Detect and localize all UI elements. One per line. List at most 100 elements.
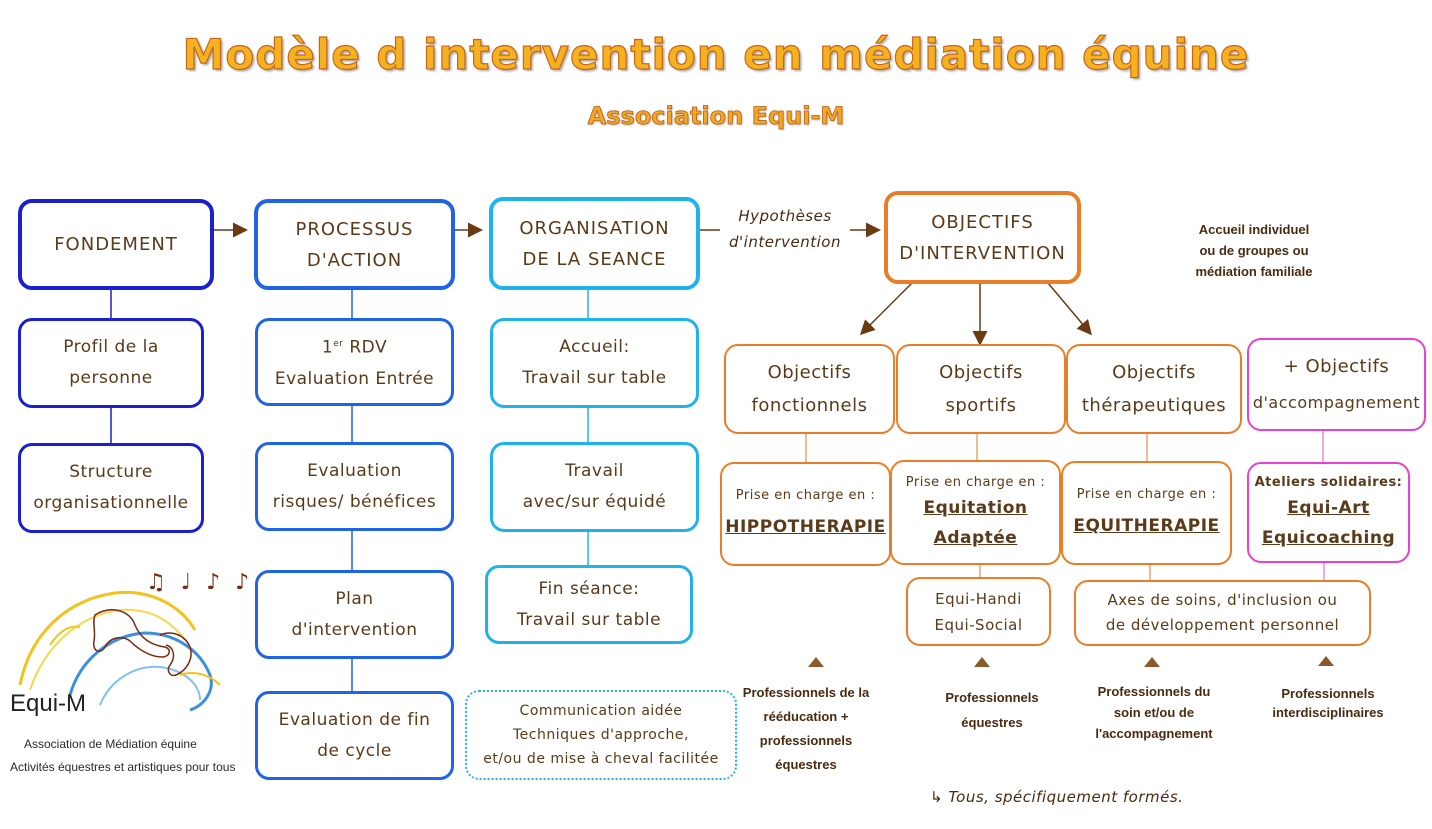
box-organisation: ORGANISATION DE LA SEANCE [489, 197, 700, 290]
plan-line2: d'intervention [291, 619, 418, 640]
triangle-marker [1318, 656, 1334, 666]
fonctionnels-line1: Objectifs [767, 362, 852, 383]
accueil-individuel-note: Accueil individuel ou de groupes ou médi… [1164, 219, 1344, 282]
pros-line: rééducation + [763, 709, 849, 724]
therapeutiques-line2: thérapeutiques [1081, 395, 1227, 416]
pros-line: équestres [961, 715, 1023, 730]
box-objectifs-fonctionnels: Objectifs fonctionnels [724, 344, 895, 434]
footnote: ↳ Tous, spécifiquement formés. [930, 788, 1183, 806]
box-plan: Plan d'intervention [255, 570, 454, 659]
triangle-marker [1144, 657, 1160, 667]
equi-social: Equi-Social [934, 615, 1023, 634]
ateliers-name-line1: Equi-Art [1287, 497, 1370, 518]
pros-line: l'accompagnement [1095, 726, 1213, 741]
logo-line1: Association de Médiation équine [24, 737, 197, 751]
travail-line2: avec/sur équidé [522, 492, 667, 512]
box-evaluation-risques: Evaluation risques/ bénéfices [255, 442, 454, 531]
eval-line2: risques/ bénéfices [272, 491, 437, 512]
travail-line1: Travail [565, 461, 624, 481]
accueil-line1: Accueil: [559, 337, 630, 357]
hypotheses-line2: d'intervention [729, 233, 841, 251]
rdv-line1: 1er RDV [321, 337, 388, 358]
accueil-note-line2: ou de groupes ou [1199, 243, 1309, 258]
box-communication: Communication aidée Techniques d'approch… [465, 690, 737, 780]
pros-line: soin et/ou de [1113, 705, 1195, 720]
objectifs-title-line2: D'INTERVENTION [899, 242, 1066, 264]
footnote-arrow: ↳ [930, 788, 944, 806]
box-evaluation-fin: Evaluation de fin de cycle [255, 691, 454, 780]
hippo-prise: Prise en charge en : [735, 488, 876, 503]
ateliers-prise: Ateliers solidaires: [1254, 474, 1403, 490]
rdv-line2: Evaluation Entrée [274, 368, 435, 389]
pros-fonctionnels: Professionnels de la rééducation + profe… [730, 681, 882, 777]
ateliers-name-line2: Equicoaching [1261, 527, 1396, 548]
box-equi-handi-social: Equi-Handi Equi-Social [906, 577, 1051, 646]
sportifs-line2: sportifs [945, 395, 1017, 416]
equitation-prise: Prise en charge en : [905, 474, 1046, 490]
eval-line1: Evaluation [307, 460, 402, 481]
box-axes-soins: Axes de soins, d'inclusion ou de dévelop… [1074, 580, 1371, 646]
sportifs-line1: Objectifs [939, 362, 1023, 383]
box-equitation-adaptee: Prise en charge en : Equitation Adaptée [890, 460, 1061, 565]
box-objectifs-intervention: OBJECTIFS D'INTERVENTION [884, 191, 1081, 284]
equitation-name-line1: Equitation [923, 497, 1028, 518]
box-objectifs-sportifs: Objectifs sportifs [896, 344, 1066, 434]
pros-line: professionnels [759, 733, 853, 748]
equitherapie-name: EQUITHERAPIE [1073, 516, 1220, 536]
objectifs-title-line1: OBJECTIFS [931, 211, 1034, 233]
therapeutiques-line1: Objectifs [1112, 362, 1196, 383]
triangle-marker [808, 657, 824, 667]
accompagnement-line1: + Objectifs [1283, 355, 1390, 377]
hypotheses-label: Hypothèses d'intervention [718, 203, 852, 255]
hippo-name: HIPPOTHERAPIE [725, 517, 886, 537]
pros-line: Professionnels du [1097, 684, 1211, 699]
processus-title-line2: D'ACTION [306, 249, 403, 271]
box-objectifs-therapeutiques: Objectifs thérapeutiques [1066, 344, 1242, 434]
accueil-line2: Travail sur table [522, 368, 667, 388]
profil-text: Profil de la personne [63, 337, 159, 388]
pros-line: équestres [775, 757, 837, 772]
box-accueil: Accueil: Travail sur table [490, 318, 699, 408]
music-notes-icon: ♫ ♩ ♪ ♪ [146, 570, 254, 595]
pros-line: interdisciplinaires [1272, 705, 1384, 720]
pros-line: Professionnels [945, 690, 1039, 705]
accompagnement-line2: d'accompagnement [1252, 392, 1421, 412]
equitherapie-prise: Prise en charge en : [1076, 487, 1217, 502]
arrow-to-fonctionnels [859, 282, 913, 336]
organisation-title-line2: DE LA SEANCE [522, 248, 667, 270]
box-objectifs-accompagnement: + Objectifs d'accompagnement [1247, 338, 1426, 431]
fin-seance-line1: Fin séance: [538, 578, 640, 599]
processus-title-line1: PROCESSUS [295, 218, 414, 240]
structure-text: Structure organisationnelle [33, 462, 189, 513]
pros-line: Professionnels [1281, 686, 1375, 701]
fin-line2: de cycle [317, 740, 392, 761]
plan-line1: Plan [335, 588, 374, 609]
logo-line2: Activités équestres et artistiques pour … [10, 760, 236, 774]
triangle-marker [974, 657, 990, 667]
comm-line2: Techniques d'approche, [513, 727, 689, 743]
arrow-to-therapeutiques [1047, 282, 1092, 336]
organisation-title-line1: ORGANISATION [519, 217, 670, 239]
page-title: Modèle d intervention en médiation équin… [182, 29, 1250, 79]
fondement-title: FONDEMENT [54, 234, 178, 255]
comm-line3: et/ou de mise à cheval facilitée [483, 751, 719, 767]
box-profil: Profil de la personne [18, 318, 204, 408]
box-fondement: FONDEMENT [18, 199, 214, 290]
comm-line1: Communication aidée [519, 703, 683, 719]
box-structure: Structure organisationnelle [18, 443, 204, 533]
box-processus: PROCESSUS D'ACTION [254, 199, 455, 290]
pros-sportifs: Professionnels équestres [922, 685, 1062, 735]
box-rdv: 1er RDV Evaluation Entrée [255, 318, 454, 406]
box-hippotherapie: Prise en charge en : HIPPOTHERAPIE [720, 462, 891, 566]
box-equitherapie: Prise en charge en : EQUITHERAPIE [1061, 461, 1232, 565]
axes-line1: Axes de soins, d'inclusion ou [1107, 591, 1338, 609]
equi-m-logo [18, 590, 221, 712]
equitation-name-line2: Adaptée [933, 527, 1018, 548]
pros-therapeutiques: Professionnels du soin et/ou de l'accomp… [1078, 681, 1230, 744]
page-subtitle: Association Equi-M [587, 102, 845, 131]
fin-seance-line2: Travail sur table [516, 609, 662, 630]
fonctionnels-line2: fonctionnels [751, 395, 868, 416]
axes-line2: de développement personnel [1105, 616, 1340, 634]
pros-line: Professionnels de la [742, 685, 870, 700]
